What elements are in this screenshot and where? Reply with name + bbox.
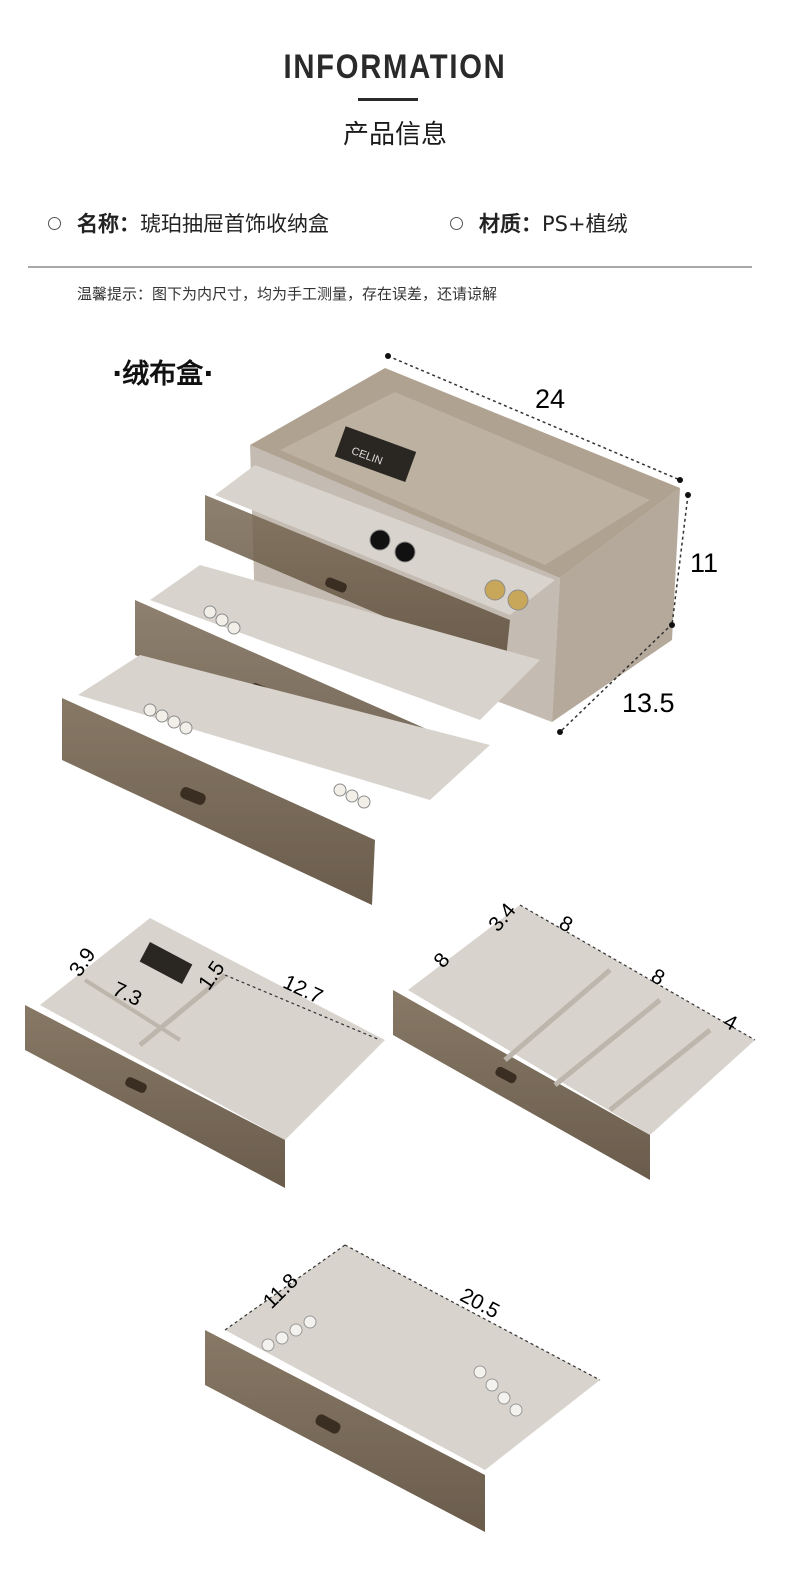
depth-dimension-line bbox=[559, 627, 669, 733]
measurement-note: 温馨提示：图下为内尺寸，均为手工测量，存在误差，还请谅解 bbox=[77, 285, 498, 303]
bottom-drawer-velvet bbox=[225, 1245, 600, 1470]
bottom-drawer-dim-line bbox=[344, 1244, 601, 1381]
height-dimension-line bbox=[671, 494, 689, 626]
middle-drawer-front bbox=[393, 990, 650, 1180]
top-drawer-handle bbox=[125, 1077, 147, 1093]
width-dimension-end bbox=[677, 477, 683, 483]
middle-drawer-divider bbox=[608, 1028, 712, 1112]
dim-depth-label: 13.5 bbox=[622, 688, 675, 718]
spec-name-label: 名称： bbox=[77, 212, 140, 236]
bottom-drawer-handle bbox=[315, 1414, 341, 1434]
heading-underline bbox=[358, 98, 418, 101]
width-dimension-line bbox=[387, 355, 681, 481]
top-drawer-card bbox=[139, 942, 193, 984]
brand-card bbox=[334, 426, 417, 483]
dim-width-label: 24 bbox=[535, 384, 565, 414]
drawer-3-velvet bbox=[78, 655, 490, 800]
lid-interior bbox=[280, 392, 650, 565]
middle-drawer-velvet bbox=[408, 905, 755, 1135]
top-drawer-dim-line bbox=[224, 974, 381, 1041]
drawer-1-handle bbox=[325, 577, 347, 593]
middle-drawer-divider bbox=[503, 968, 612, 1062]
bottom-drawer-pearls bbox=[261, 1315, 523, 1417]
bullet-circle-icon bbox=[450, 216, 463, 230]
top-drawer-divider bbox=[83, 978, 182, 1042]
depth-dimension-end bbox=[557, 729, 563, 735]
top-drawer-velvet bbox=[40, 918, 385, 1140]
width-dimension-end bbox=[385, 353, 391, 359]
bottom-drawer-detail bbox=[205, 1244, 601, 1532]
cabinet-side bbox=[552, 488, 680, 722]
middle-drawer-handle bbox=[495, 1066, 517, 1084]
middle-drawer-dim-b: 8 bbox=[555, 912, 576, 938]
bottom-drawer-front bbox=[205, 1330, 485, 1532]
drawer-2-velvet bbox=[150, 565, 540, 720]
bottom-drawer-dim-line bbox=[224, 1244, 346, 1331]
bullet-circle-icon bbox=[48, 216, 61, 230]
height-dimension-end bbox=[669, 622, 675, 628]
middle-drawer-dim-d: 8 bbox=[647, 965, 668, 991]
drawer-3-front bbox=[62, 698, 375, 905]
spec-name: 名称： 琥珀抽屉首饰收纳盒 bbox=[48, 208, 329, 238]
main-jewelry-box: CELIN bbox=[62, 353, 691, 905]
top-drawer-detail bbox=[25, 918, 385, 1188]
jewelry-items bbox=[143, 529, 529, 809]
top-drawer-divider bbox=[138, 973, 227, 1047]
spec-material-value: PS+植绒 bbox=[542, 212, 628, 236]
middle-drawer-divider bbox=[553, 998, 662, 1087]
info-subheading: 产品信息 bbox=[342, 120, 447, 150]
top-drawer-front bbox=[25, 1005, 285, 1188]
dim-height-label: 11 bbox=[690, 548, 718, 578]
section-divider bbox=[28, 266, 752, 268]
spec-name-value: 琥珀抽屉首饰收纳盒 bbox=[140, 212, 329, 236]
drawer-3-handle bbox=[180, 787, 206, 805]
drawer-1-front bbox=[205, 495, 510, 668]
spec-material-label: 材质： bbox=[479, 212, 542, 236]
box-type-title: ·绒布盒· bbox=[112, 359, 214, 390]
height-dimension-end bbox=[685, 492, 691, 498]
spec-material: 材质： PS+植绒 bbox=[450, 208, 628, 238]
middle-drawer-detail bbox=[393, 904, 756, 1180]
info-heading: INFORMATION bbox=[283, 48, 507, 86]
